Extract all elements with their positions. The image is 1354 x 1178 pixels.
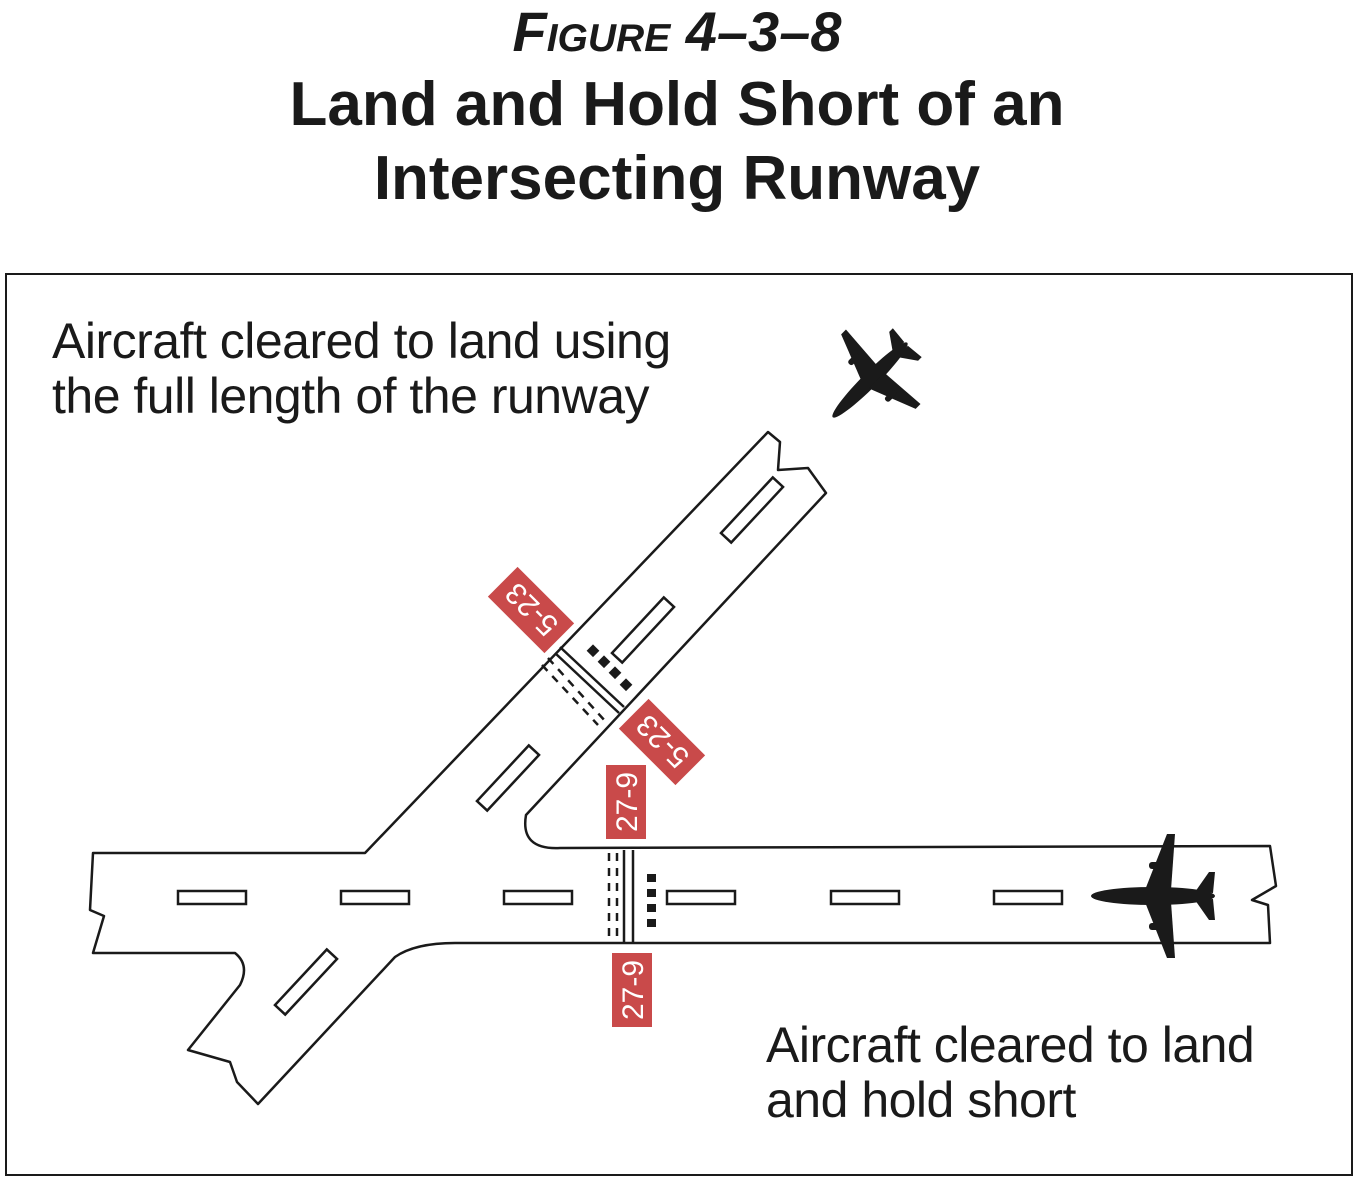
hold-short-marking-27-9 xyxy=(607,850,656,942)
figure-title-line1: Land and Hold Short of an xyxy=(289,70,1065,139)
sign-5-23-upper: 5-23 xyxy=(487,566,575,654)
label-line: and hold short xyxy=(766,1072,1076,1128)
label-hold-short: Aircraft cleared to land and hold short xyxy=(766,1017,1255,1128)
figure-number: Figure 4–3–8 xyxy=(512,0,842,63)
label-line: the full length of the runway xyxy=(52,368,649,424)
sign-27-9-upper: 27-9 xyxy=(606,765,646,839)
airplane-icon-full-length xyxy=(795,305,945,455)
sign-27-9-lower: 27-9 xyxy=(612,953,652,1027)
runway-outline xyxy=(88,430,1278,1106)
sign-label: 27-9 xyxy=(617,960,650,1020)
label-line: Aircraft cleared to land using xyxy=(52,313,671,369)
diagram-frame xyxy=(5,273,1353,1176)
figure-title-line2: Intersecting Runway xyxy=(373,144,981,213)
label-full-length: Aircraft cleared to land using the full … xyxy=(52,314,671,424)
sign-label: 27-9 xyxy=(611,772,644,832)
diagonal-centerline xyxy=(273,475,785,1017)
label-line: Aircraft cleared to land xyxy=(766,1017,1255,1073)
horizontal-centerline xyxy=(176,889,1064,906)
